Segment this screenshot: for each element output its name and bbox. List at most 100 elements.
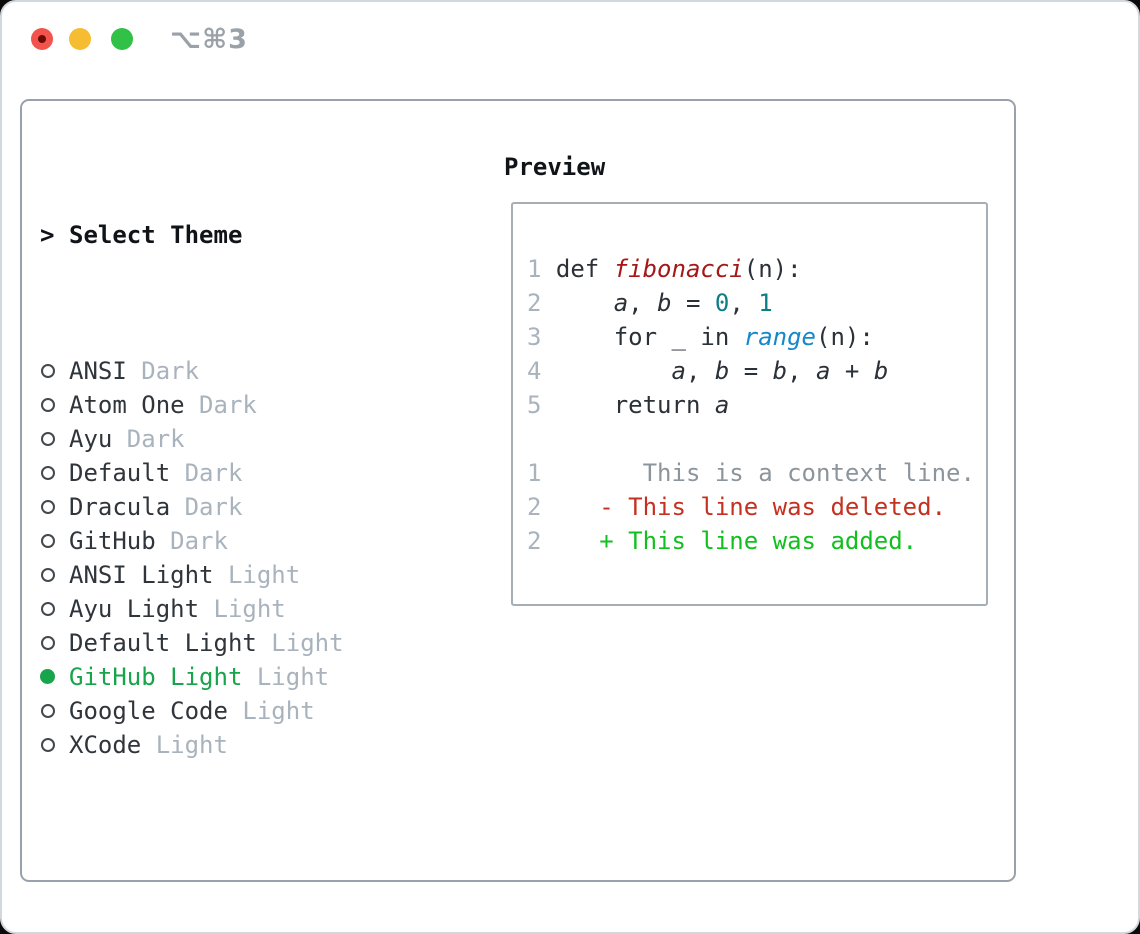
code-segment-pln: return: [541, 391, 715, 419]
code-segment-pln: for _ in: [541, 323, 744, 351]
code-segment-pln: ,: [685, 357, 715, 385]
radio-bullet: [41, 602, 55, 616]
theme-option-github[interactable]: GitHub Dark: [40, 524, 445, 558]
code-segment-pln: =: [729, 357, 773, 385]
code-segment-var: a: [613, 289, 629, 317]
option-label: GitHub Light: [69, 663, 243, 691]
code-segment-pln: def: [541, 255, 614, 283]
radio-bullet: [41, 432, 55, 446]
radio-icon: [40, 490, 69, 524]
code-segment-pln: [541, 289, 613, 317]
option-label: Google Code: [69, 697, 228, 725]
variant-label: Dark: [126, 357, 200, 385]
close-button[interactable]: [31, 28, 53, 50]
code-segment-call: range: [743, 323, 816, 351]
code-segment-pln: ,: [729, 289, 759, 317]
code-segment-pln: [541, 527, 599, 555]
code-line: 5 return a: [527, 388, 975, 422]
code-segment-fn: fibonacci: [613, 255, 744, 283]
preview-header-label: Preview: [504, 153, 606, 181]
code-segment-num: 1: [527, 459, 542, 487]
radio-icon: [40, 456, 69, 490]
spacer: [40, 864, 445, 898]
code-segment-pln: =: [671, 289, 715, 317]
option-label: Atom One: [69, 391, 185, 419]
radio-icon: [40, 524, 69, 558]
code-line: 1 This is a context line.: [527, 456, 975, 490]
option-label: Dracula: [69, 493, 171, 521]
variant-label: Light: [227, 697, 315, 725]
radio-icon: [40, 388, 69, 422]
radio-icon: [40, 694, 69, 728]
code-segment-pln: (n):: [743, 255, 802, 283]
radio-bullet: [41, 636, 55, 650]
variant-label: Light: [199, 595, 286, 623]
zoom-button[interactable]: [111, 28, 133, 50]
theme-option-ansi[interactable]: ANSI Dark: [40, 354, 445, 388]
theme-option-ayu[interactable]: Ayu Dark: [40, 422, 445, 456]
code-segment-pln: ,: [787, 357, 817, 385]
code-line: 1 def fibonacci(n):: [527, 252, 975, 286]
radio-bullet: [41, 398, 55, 412]
radio-bullet: [41, 704, 55, 718]
code-segment-lit: 1: [758, 289, 773, 317]
code-segment-pln: [541, 459, 642, 487]
code-segment-num: 1: [527, 255, 542, 283]
theme-option-xcode[interactable]: XCode Light: [40, 728, 445, 762]
theme-option-default[interactable]: Default Dark: [40, 456, 445, 490]
radio-bullet: [40, 669, 55, 684]
variant-label: Dark: [170, 493, 243, 521]
variant-label: Dark: [155, 527, 228, 555]
variant-label: Light: [141, 731, 228, 759]
variant-label: Dark: [184, 391, 257, 419]
code-segment-num: 2: [527, 527, 542, 555]
code-segment-pln: ,: [628, 289, 658, 317]
code-segment-pln: [541, 357, 671, 385]
theme-option-default-light[interactable]: Default Light Light: [40, 626, 445, 660]
code-segment-add: + This line was added.: [599, 527, 918, 555]
radio-bullet: [41, 738, 55, 752]
code-segment-var: a: [671, 357, 686, 385]
code-segment-num: 2: [527, 289, 542, 317]
theme-option-dracula[interactable]: Dracula Dark: [40, 490, 445, 524]
theme-option-ayu-light[interactable]: Ayu Light Light: [40, 592, 445, 626]
code-segment-pln: (n):: [816, 323, 874, 351]
option-label: ANSI Light: [69, 561, 214, 589]
radio-icon: [40, 626, 69, 660]
code-segment-num: 4: [527, 357, 542, 385]
variant-label: Light: [213, 561, 301, 589]
option-label: Ayu Light: [69, 595, 200, 623]
code-segment-pln: [541, 493, 599, 521]
theme-option-ansi-light[interactable]: ANSI Light Light: [40, 558, 445, 592]
code-segment-del: - This line was deleted.: [599, 493, 947, 521]
theme-option-google-code[interactable]: Google Code Light: [40, 694, 445, 728]
radio-bullet: [41, 466, 55, 480]
theme-option-atom-one[interactable]: Atom One Dark: [40, 388, 445, 422]
option-label: Ayu: [69, 425, 113, 453]
radio-bullet: [41, 500, 55, 514]
code-blank-line: [527, 422, 975, 456]
option-label: Default: [69, 459, 171, 487]
title-bar: ⌥⌘3: [2, 2, 1138, 77]
code-line: 4 a, b = b, a + b: [527, 354, 975, 388]
radio-selected-icon: [40, 660, 69, 694]
radio-icon: [40, 728, 69, 762]
focus-caret-icon: >: [40, 221, 55, 249]
select-theme-header-label: Select Theme: [69, 221, 243, 249]
code-segment-var: a: [714, 391, 730, 419]
minimize-button[interactable]: [69, 28, 91, 50]
variant-label: Light: [256, 629, 344, 657]
theme-option-github-light[interactable]: GitHub Light Light: [40, 660, 445, 694]
code-line: 2 - This line was deleted.: [527, 490, 975, 524]
code-segment-var: a: [816, 357, 831, 385]
code-line: 2 + This line was added.: [527, 524, 975, 558]
unsaved-indicator-dot: [38, 35, 46, 43]
code-line: 2 a, b = 0, 1: [527, 286, 975, 320]
code-segment-ctx: This is a context line.: [642, 459, 975, 487]
